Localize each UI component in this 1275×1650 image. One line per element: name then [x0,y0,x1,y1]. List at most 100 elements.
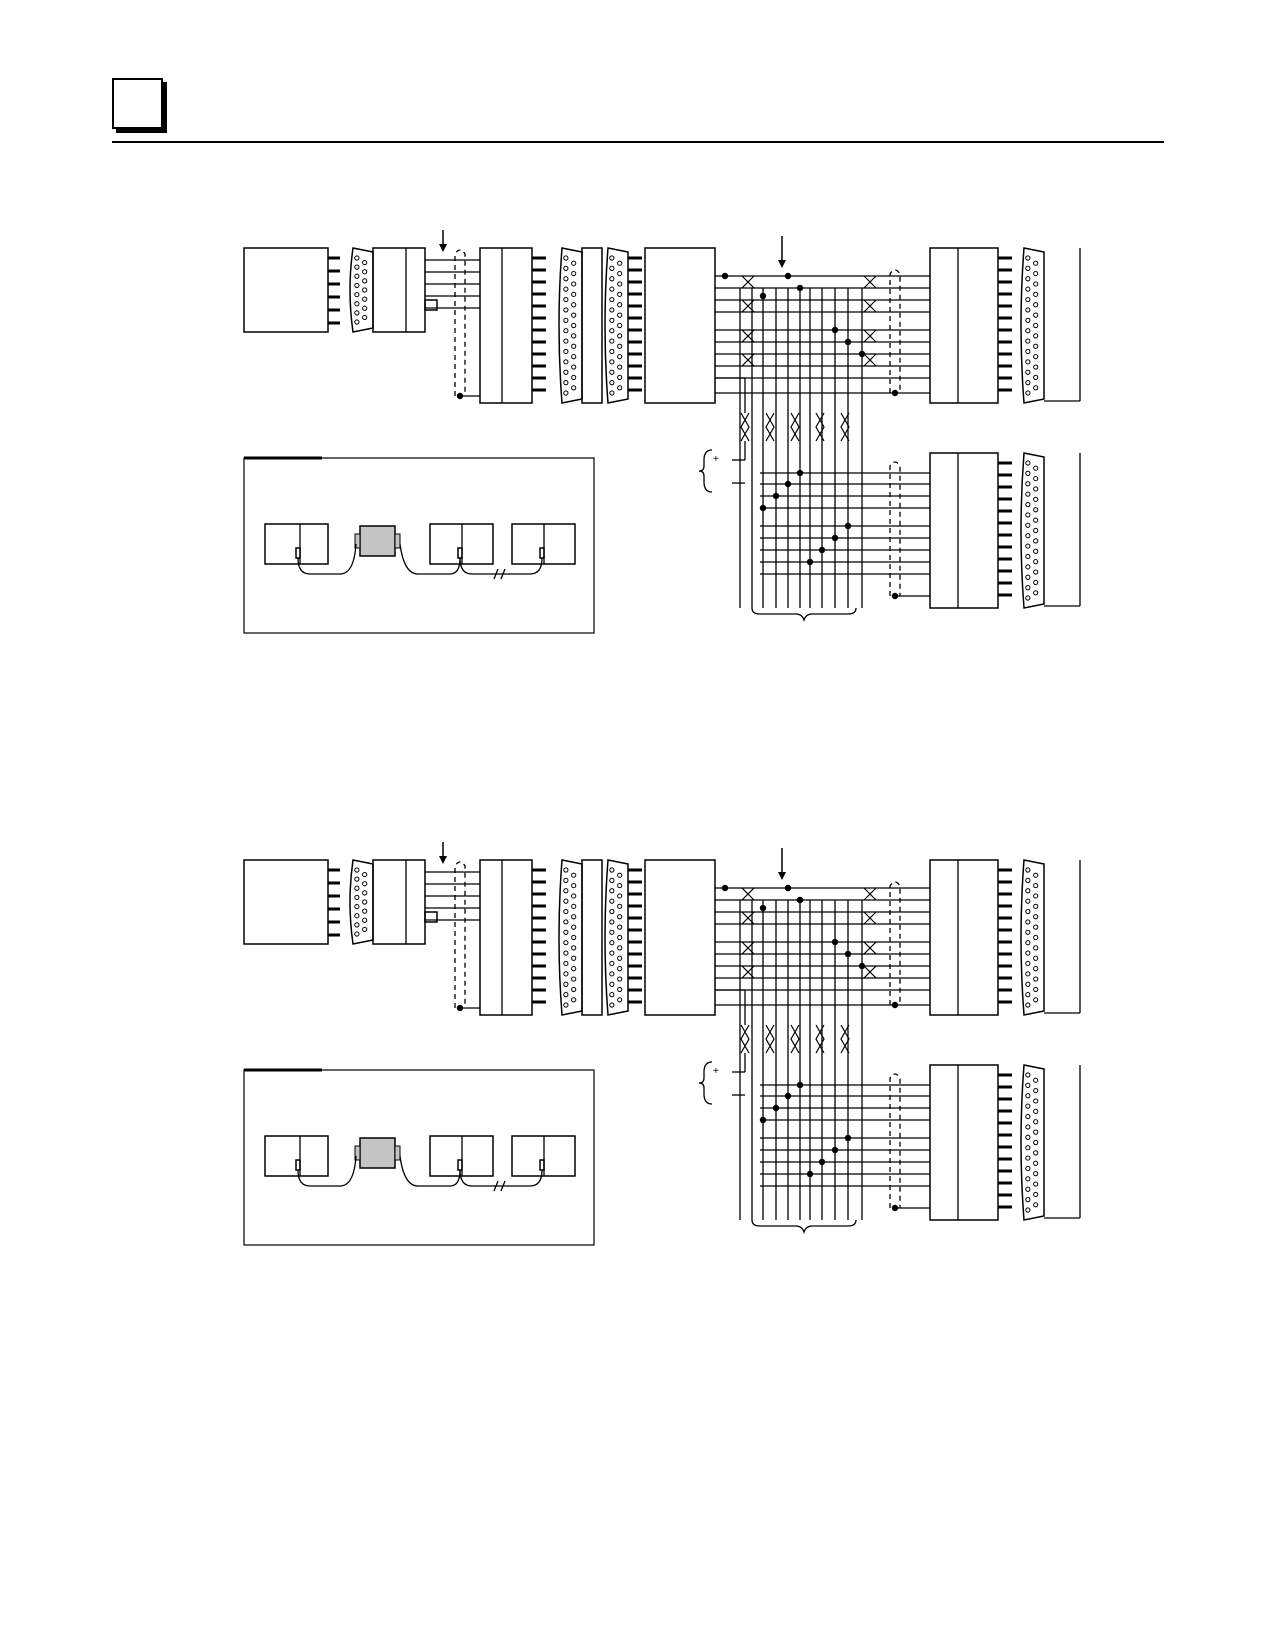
module-c-dsub-connector-pin-hole [617,343,623,349]
module-e-dsub-connector-pin-hole [1033,527,1039,534]
module-e-dsub-connector-pin-hole [1025,1093,1031,1099]
module-e-dsub-connector-pin-hole [1025,553,1031,560]
module-a-dsub-connector-pin-hole [362,908,368,914]
module-a [243,859,329,945]
inset-coupler-cap [394,1145,401,1161]
module-b-dsub-connector-pin-hole [571,976,577,982]
module-e-dsub-connector-pin-hole [1025,574,1031,580]
module-c-dsub-connector [604,859,629,1016]
inset-cable [297,1155,357,1187]
twisted-pair-mark [863,965,877,979]
module-d-dsub-connector-pin-hole [1033,312,1039,318]
module-c-dsub-connector-pin-hole [609,296,615,303]
module-a-dsub-connector-pin-hole [354,931,360,937]
module-c-dsub-connector-pin-hole [609,867,615,873]
module-c-dsub-connector-pin-hole [609,390,615,396]
module-c-dsub-connector-pin-hole [609,307,615,313]
module-e-dsub-connector-pin-hole [1033,475,1039,482]
shield-arrow-left-head [439,856,447,864]
branch-junction-dot [759,504,767,512]
module-c-dsub-connector-pin-hole [617,903,623,909]
module-b-dsub-connector-pin-hole [563,981,569,987]
module-b-dsub-connector-pin-hole [563,971,569,977]
lower-cable-shield [889,1073,901,1208]
module-d-dsub-connector-pin-hole [1033,374,1039,381]
module-c-dsub-connector-pin-hole [617,986,623,993]
twisted-pair-mark [790,412,800,442]
inset-module-1 [264,1135,329,1177]
module-e-dsub-connector-pin-hole [1025,1176,1031,1182]
module-b-dsub-connector-pin-hole [571,914,577,920]
module-d-dsub-connector-pin-hole [1033,882,1039,889]
module-c-dsub-connector-pin-hole [617,333,623,339]
branch-junction-dot [806,1170,814,1178]
module-b-dsub-connector [558,247,583,404]
module-b-dsub-connector-pin-hole [563,348,569,355]
polarity-brace [698,1061,713,1105]
module-a-dsub-connector-pin-hole [362,305,368,311]
module-c-dsub-connector-pin-hole [617,354,623,360]
module-d-dsub-connector-pin-hole [1025,265,1031,271]
twisted-pair-mark [863,299,877,313]
adapter-tab [424,911,438,923]
module-c [644,859,716,1016]
module-e-dsub-connector-pin-hole [1025,460,1031,466]
adapter-block [372,859,426,945]
module-e-dsub-connector-pin-hole [1025,1165,1031,1172]
branch-junction-dot [796,1081,804,1089]
branch-junction-dot [844,522,852,530]
module-e-dsub-connector-pin-hole [1033,507,1039,513]
module-c-dsub-connector-pin-hole [609,369,615,375]
module-d-dsub-connector-pin-hole [1033,322,1039,329]
module-e-dsub-connector-pin-hole [1033,538,1039,544]
twisted-pair-mark [740,1024,750,1054]
module-c-dsub-connector-pin-hole [617,322,623,329]
module-e-dsub-connector-pin-hole [1033,559,1039,565]
module-d-dsub-connector [1020,247,1045,404]
module-b-dsub-connector-pin-hole [563,328,569,334]
adapter-tab [424,299,438,311]
inset-port [457,547,463,559]
module-c-dsub-connector-pin-hole [609,317,615,323]
module-b-dsub-connector-pin-hole [563,908,569,915]
left-cable-shield [454,249,466,396]
inset-port [457,1159,463,1171]
module-b-dsub-connector-pin-hole [563,877,569,883]
twisted-pair-mark [815,412,825,442]
module-b-dsub-connector-pin-hole [571,281,577,287]
square-tab-icon [112,78,163,129]
module-b-dsub-connector-pin-hole [571,924,577,930]
module-d-dsub-connector-pin-hole [1025,877,1031,883]
module-e-dsub-connector-pin-hole [1025,470,1031,476]
twisted-pair-mark [863,353,877,367]
module-e-dsub-connector-pin-hole [1033,465,1039,471]
module-d-dsub-connector-pin-hole [1025,888,1031,894]
cable-break-symbol [493,568,506,580]
module-d-dsub-connector-pin-hole [1025,950,1031,956]
right-cable-shield [889,881,901,1005]
module-b-dsub-connector-pin-hole [571,872,577,878]
module-c-dsub-connector-pin-hole [609,276,615,282]
module-d-dsub-connector-pin-hole [1025,919,1031,925]
cable-break-symbol [493,1180,506,1192]
module-c-dsub-connector-pin-hole [617,976,623,982]
module-d-dsub-connector-pin-hole [1033,893,1039,899]
module-d-dsub-connector-pin-hole [1025,867,1031,873]
module-d-dsub-connector-pin-hole [1025,992,1031,998]
module-c-dsub-connector-pin-hole [617,914,623,920]
module-b-dsub-connector-pin-hole [571,966,577,972]
module-d-dsub-connector-pin-hole [1025,276,1031,282]
module-a-dsub-connector-pin-hole [354,310,360,316]
module-a-dsub-connector [349,859,374,945]
module-e-dsub-connector-pin-hole [1025,533,1031,539]
network-inset-box [243,457,595,634]
module-b-dsub-connector-pin-hole [571,882,577,889]
twisted-pair-mark [815,1024,825,1054]
module-a-dsub-connector-pin-hole [354,282,360,289]
module-b-dsub-connector-pin-hole [563,265,569,271]
module-c-dsub-connector-pin-hole [609,971,615,977]
module-e-dsub-connector-pin-hole [1033,548,1039,554]
wiring-diagram-2: + [0,840,1275,1310]
twisted-pair-mark [790,1024,800,1054]
